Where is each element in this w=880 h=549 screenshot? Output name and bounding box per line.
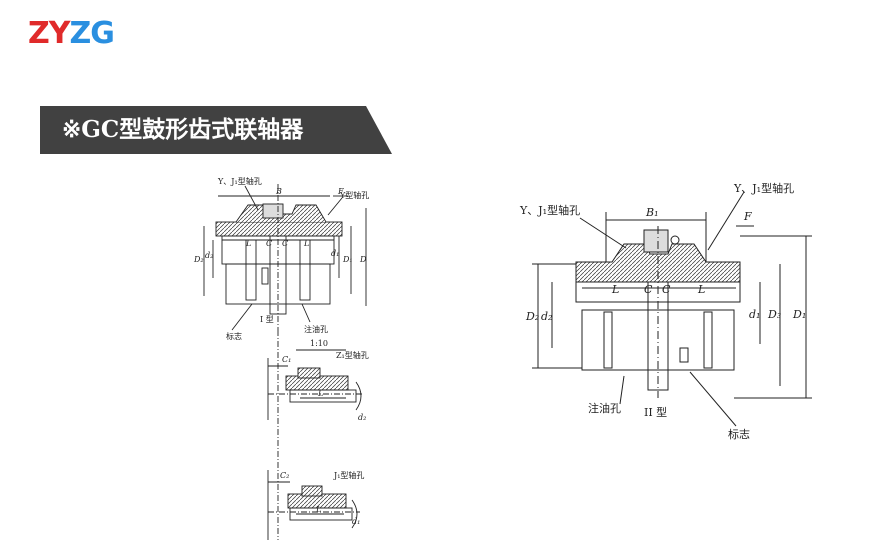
z1-label: Z₁型轴孔 (336, 350, 369, 360)
detail-z1-bore (267, 349, 362, 420)
right-dim-D2: D₂ (525, 310, 539, 323)
left-dim-d1: d₁ (331, 249, 339, 258)
left-dim-f: F (337, 187, 344, 196)
right-dim-l1: L (611, 283, 619, 296)
section-banner: ※GC型鼓形齿式联轴器 (40, 106, 392, 154)
left-type-label: I 型 (260, 315, 274, 324)
banner-shape (40, 106, 392, 154)
z1-dim-d2: d₂ (358, 413, 366, 422)
j1-dim-c2: C₂ (280, 471, 289, 480)
left-label-top: Y、J₁型轴孔 (217, 176, 262, 186)
left-mark-label: 标志 (226, 331, 242, 341)
right-dim-d2: d₂ (541, 310, 552, 323)
right-type-label: II 型 (644, 405, 667, 419)
left-dim-c1: C (266, 239, 272, 248)
right-dim-D3: D₃ (767, 308, 781, 321)
left-dim-l2: L (303, 239, 309, 248)
left-dim-D2: D₂ (193, 255, 204, 264)
right-dim-b1: B₁ (645, 206, 659, 219)
right-oil-label: 注油孔 (588, 401, 621, 415)
logo-text-red: ZY (28, 16, 70, 51)
z1-taper: 1:10 (310, 339, 328, 348)
left-dim-l1: L (245, 239, 251, 248)
left-dim-d2: d₂ (205, 251, 213, 260)
right-dim-D1: D₁ (792, 308, 806, 321)
detail-j1-bore (267, 470, 360, 540)
drawing-type-2 (532, 191, 812, 427)
left-dim-D: D (359, 255, 367, 264)
right-dim-f: F (743, 210, 752, 223)
logo-text-blue: ZG (69, 16, 114, 51)
left-dim-b: B (275, 187, 282, 196)
banner-title: ※GC型鼓形齿式联轴器 (62, 116, 304, 143)
brand-logo[interactable]: ZYZG (28, 16, 115, 52)
j1-label: J₁型轴孔 (333, 470, 364, 480)
z1-dim-l: L (317, 389, 323, 398)
right-dim-c1: C (644, 283, 653, 296)
j1-dim-d1: d₁ (352, 517, 360, 526)
j1-dim-l: L (315, 505, 321, 514)
left-dim-c2: C (282, 239, 288, 248)
right-mark-label: 标志 (728, 427, 750, 441)
right-label-right: Y、J₁型轴孔 (733, 181, 794, 195)
left-dim-D1: D₁ (342, 255, 353, 264)
right-label-left: Y、J₁型轴孔 (519, 203, 580, 217)
z1-dim-c1: C₁ (282, 355, 291, 364)
right-dim-l2: L (697, 283, 705, 296)
drawing-type-1 (203, 184, 367, 540)
left-label-right: Y型轴孔 (339, 190, 369, 200)
left-oil-label: 注油孔 (304, 324, 328, 334)
right-dim-d1: d₁ (749, 308, 760, 321)
right-dim-c2: C (662, 283, 671, 296)
